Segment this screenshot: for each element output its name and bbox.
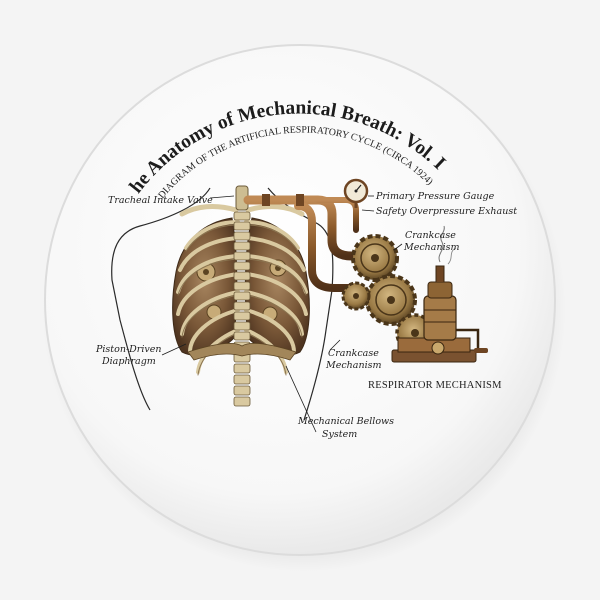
label-primary-pressure-gauge: Primary Pressure Gauge: [375, 191, 495, 202]
clavicles: [179, 204, 305, 217]
spine: [233, 185, 251, 407]
label-crankcase-top-line2: Mechanism: [403, 242, 460, 253]
pressure-gauge-icon: [343, 178, 369, 208]
gear-large-icon: [351, 234, 399, 282]
label-piston-diaphragm-line2: Diaphragm: [101, 356, 156, 367]
label-respirator-mechanism: RESPIRATOR MECHANISM: [368, 380, 502, 391]
label-mechanical-bellows-line2: System: [322, 429, 357, 440]
leader-lines: [161, 195, 403, 433]
label-crankcase-top-line1: Crankcase: [405, 230, 456, 241]
label-safety-overpressure-exhaust: Safety Overpressure Exhaust: [376, 206, 517, 217]
label-tracheal-intake-valve: Tracheal Intake Valve: [108, 195, 213, 206]
label-piston-diaphragm-line1: Piston-Driven: [95, 344, 161, 355]
diaphragm: [187, 343, 297, 361]
label-crankcase-mid-line1: Crankcase: [328, 348, 379, 359]
gear-small-icon: [341, 281, 371, 311]
copper-pipes: [243, 194, 364, 292]
label-mechanical-bellows-line1: Mechanical Bellows: [297, 416, 394, 427]
respirator-engine: [391, 225, 488, 363]
label-crankcase-mid-line2: Mechanism: [325, 360, 382, 371]
